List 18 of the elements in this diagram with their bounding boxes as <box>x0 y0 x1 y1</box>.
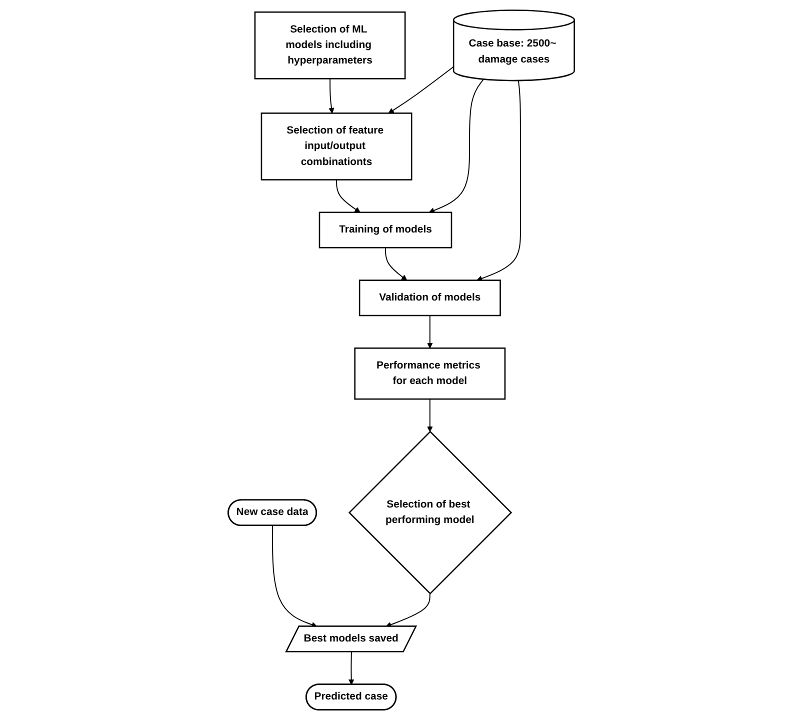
node-box <box>254 11 406 80</box>
node-diamond <box>348 430 512 594</box>
arrow <box>348 652 354 685</box>
arrow <box>426 398 432 432</box>
arrow <box>476 80 521 282</box>
flowchart: Selection of ML models including hyperparameters Case base: 2500~ damage cases Selection of feature input/output combinationts Training of models Validation of models Performance metrics for each model Selection of best performing model New case data Best models saved Predicted case <box>222 5 580 715</box>
node-box <box>358 280 501 316</box>
arrow <box>428 78 484 214</box>
arrow <box>328 78 334 114</box>
node-box <box>260 112 412 180</box>
node-box <box>318 212 452 248</box>
arrow <box>385 593 430 628</box>
node-box <box>354 348 506 400</box>
arrow <box>336 179 360 213</box>
arrow <box>426 315 432 348</box>
arrow <box>388 66 454 114</box>
arrow <box>384 247 407 281</box>
arrow <box>272 525 317 628</box>
